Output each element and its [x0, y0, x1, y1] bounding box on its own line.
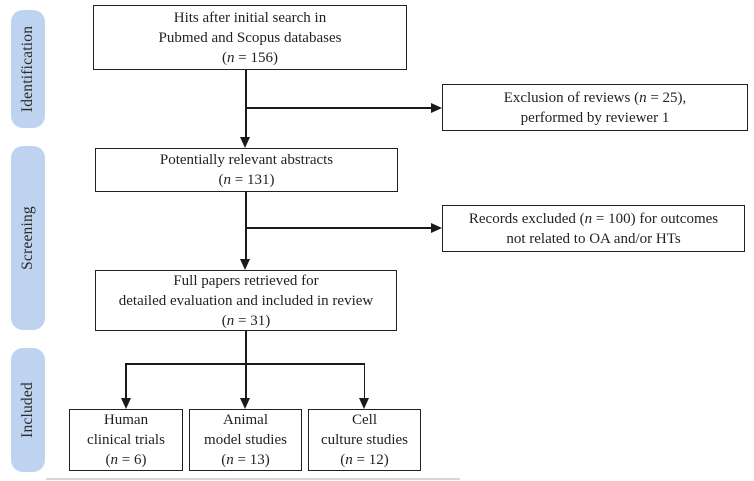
box-exclusion-of-reviews: Exclusion of reviews (n = 25), performed… [442, 84, 748, 131]
connector-branch-records-excluded [245, 227, 431, 229]
box-animal-model-studies: Animal model studies (n = 13) [189, 409, 302, 471]
box-text-line: Pubmed and Scopus databases [158, 29, 342, 46]
connector-fullpapers-stem [245, 331, 247, 365]
box-text-line: Potentially relevant abstracts [159, 152, 334, 168]
arrowhead-right-records-excluded [431, 222, 442, 233]
stage-label-identification: Identification [19, 25, 37, 113]
box-text-line: (n = 131) [218, 172, 275, 188]
connector-branch-exclusion [245, 107, 431, 109]
box-full-papers-retrieved: Full papers retrieved for detailed evalu… [95, 270, 397, 331]
box-initial-search-hits: Hits after initial search in Pubmed and … [93, 5, 407, 70]
box-text-line: (n = 31) [221, 312, 271, 329]
box-cell-culture-studies: Cell culture studies (n = 12) [308, 409, 421, 471]
arrowhead-down-human [120, 398, 131, 409]
box-text-line: Records excluded (n = 100) for outcomes [468, 210, 719, 227]
box-text-line: Cell [352, 412, 377, 428]
arrowhead-down-abstracts [240, 137, 251, 148]
stage-pill-identification: Identification [11, 10, 45, 128]
arrowhead-down-fullpapers [240, 259, 251, 270]
box-text-line: detailed evaluation and included in revi… [118, 292, 374, 309]
stage-label-included: Included [19, 382, 37, 438]
box-text-line: (n = 156) [222, 49, 278, 66]
connector-branch-cell [363, 363, 366, 398]
box-text-line: Hits after initial search in [173, 9, 327, 26]
box-text-line: Exclusion of reviews (n = 25), [503, 89, 687, 106]
box-text-line: clinical trials [87, 432, 165, 448]
connector-branch-animal [245, 364, 247, 398]
box-text-line: culture studies [320, 432, 409, 448]
stage-pill-screening: Screening [11, 146, 45, 330]
connector-branch-human [125, 363, 127, 398]
connector-hits-to-abstracts [245, 70, 247, 137]
stage-pill-included: Included [11, 348, 45, 472]
box-human-clinical-trials: Human clinical trials (n = 6) [69, 409, 183, 471]
box-text-line: model studies [204, 432, 287, 448]
box-text-line: Human [103, 412, 149, 428]
box-text-line: (n = 12) [340, 452, 389, 468]
arrowhead-down-cell [358, 398, 369, 409]
arrowhead-down-animal [240, 398, 251, 409]
box-relevant-abstracts: Potentially relevant abstracts (n = 131) [95, 148, 398, 192]
box-text-line: not related to OA and/or HTs [506, 230, 681, 247]
box-text-line: (n = 6) [105, 452, 147, 468]
connector-split-bar [125, 363, 366, 365]
cropped-bottom-rule [46, 478, 460, 480]
box-text-line: performed by reviewer 1 [520, 109, 670, 126]
stage-label-screening: Screening [19, 206, 36, 270]
box-records-excluded: Records excluded (n = 100) for outcomes … [442, 205, 745, 252]
arrowhead-right-exclusion [431, 102, 442, 113]
box-text-line: Animal [223, 412, 268, 428]
box-text-line: (n = 13) [221, 452, 270, 468]
box-text-line: Full papers retrieved for [173, 272, 319, 289]
connector-abstracts-to-fullpapers [245, 192, 247, 259]
